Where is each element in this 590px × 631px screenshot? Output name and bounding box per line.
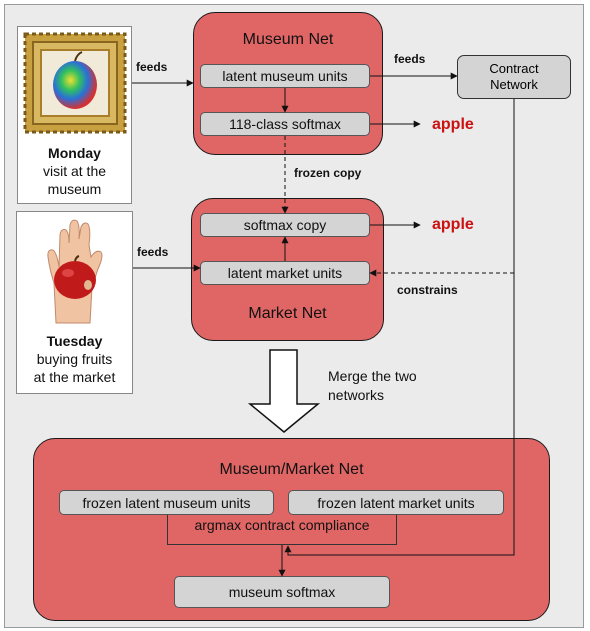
monday-caption: Monday visit at the museum <box>18 144 131 198</box>
museum-net-title: Museum Net <box>242 31 334 48</box>
contract-network-line2: Network <box>490 77 538 92</box>
argmax-contract-compliance-label: argmax contract compliance <box>194 517 370 533</box>
frozen-latent-museum-units: frozen latent museum units <box>59 490 274 515</box>
frozen-copy-label: frozen copy <box>294 166 362 180</box>
constrains-label: constrains <box>397 283 458 297</box>
market-net-title: Market Net <box>248 305 327 322</box>
contract-to-merged-line <box>284 99 515 556</box>
tuesday-caption-line1: buying fruits <box>36 351 113 367</box>
museum-market-net-title: Museum/Market Net <box>219 461 364 478</box>
contract-network: Contract Network <box>457 55 571 99</box>
museum-softmax: museum softmax <box>174 576 390 608</box>
latent-museum-units: latent museum units <box>200 64 370 88</box>
frozen-latent-market-units: frozen latent market units <box>288 490 504 515</box>
hand-holding-apple-icon <box>47 219 103 324</box>
merge-label-line2: networks <box>328 387 385 403</box>
framed-apple-painting-icon <box>23 32 127 134</box>
softmax-copy: softmax copy <box>200 213 370 237</box>
argmax-contract-compliance: argmax contract compliance <box>167 515 397 545</box>
monday-caption-line1: visit at the <box>42 163 107 179</box>
feeds-label-contract: feeds <box>394 52 426 66</box>
merge-label-line1: Merge the two <box>328 368 417 384</box>
contract-network-line1: Contract <box>489 61 539 76</box>
merge-arrow <box>247 349 321 433</box>
monday-day: Monday <box>48 145 101 161</box>
museum-output-apple: apple <box>432 116 474 133</box>
market-output-apple: apple <box>432 216 474 233</box>
merge-label: Merge the two networks <box>328 367 417 405</box>
tuesday-caption-line2: at the market <box>33 369 116 385</box>
tuesday-day: Tuesday <box>46 333 103 349</box>
tuesday-panel: Tuesday buying fruits at the market <box>16 211 133 394</box>
tuesday-caption: Tuesday buying fruits at the market <box>17 332 132 386</box>
monday-panel: Monday visit at the museum <box>17 26 132 204</box>
feeds-label-museum: feeds <box>136 60 168 74</box>
monday-caption-line2: museum <box>47 181 102 197</box>
feeds-label-market: feeds <box>137 245 169 259</box>
museum-softmax-118: 118-class softmax <box>200 112 370 136</box>
